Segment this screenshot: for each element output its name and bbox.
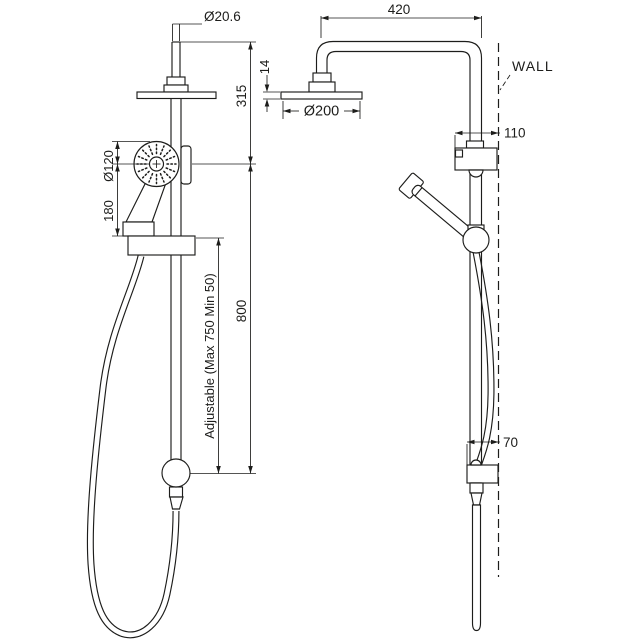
upper-bracket-notch: [454, 149, 464, 158]
rail-outlet-taper: [169, 496, 184, 510]
upper-bracket-knob: [468, 169, 484, 178]
dim-800-label: 800: [234, 300, 249, 323]
handshower-holder: [180, 145, 192, 185]
rain-head-front: [136, 91, 217, 100]
wall-label: WALL: [512, 58, 554, 74]
dim-adjustable: Adjustable (Max 750 Min 50): [196, 237, 224, 474]
head-nut-lower: [163, 84, 189, 93]
dim-pipe-diameter: Ø20.6: [172, 9, 241, 41]
dim-120-180: Ø120 180: [101, 141, 150, 237]
dim-pipe-diameter-label: Ø20.6: [204, 9, 241, 24]
side-hose: [472, 251, 495, 468]
dim-120-label: Ø120: [101, 150, 116, 182]
dim-70-label: 70: [503, 435, 518, 450]
dim-315-label: 315: [234, 85, 249, 108]
hose-tail-taper: [470, 492, 483, 506]
dim-14-label: 14: [257, 60, 272, 74]
handshower-face: [133, 140, 180, 188]
dim-110-label: 110: [504, 126, 526, 141]
dim-180-label: 180: [101, 200, 116, 222]
hose-nut: [122, 221, 155, 237]
front-hose: [86, 255, 180, 639]
dim-315-800: 315 800: [180, 41, 256, 474]
handshower-pivot: [462, 226, 490, 254]
side-dimensions: 420 14 Ø200 WALL: [257, 2, 554, 465]
dim-14: 14: [257, 60, 280, 112]
front-dimensions: Ø20.6 315 800 Adjustable (Max 750 Min 50…: [101, 9, 256, 474]
rain-head-side: [280, 91, 363, 100]
rail-end-ball: [161, 458, 191, 488]
lower-wall-bracket: [466, 464, 499, 484]
dim-200: Ø200: [282, 101, 361, 120]
rail-outlet: [168, 486, 184, 498]
head-nut-upper: [166, 76, 186, 86]
lower-bracket-bump-top: [470, 459, 482, 466]
dim-110: 110: [454, 126, 526, 148]
top-pipe: [171, 41, 181, 77]
hose-tail-tube: [471, 504, 482, 632]
hose-tail-nut: [469, 482, 484, 494]
side-view: [280, 40, 500, 632]
side-head-nut-lower: [308, 81, 336, 93]
dim-200-label: Ø200: [304, 104, 339, 120]
gooseneck-arm: [315, 40, 483, 465]
side-head-nut-upper: [312, 72, 332, 83]
dim-70: 70: [466, 435, 518, 465]
front-view: [86, 41, 217, 639]
slider-bracket: [127, 235, 196, 256]
dim-420: 420: [320, 2, 482, 38]
upper-bracket-collar: [465, 140, 485, 149]
wall-callout: WALL: [499, 58, 554, 91]
dim-adjustable-label: Adjustable (Max 750 Min 50): [202, 273, 217, 438]
dim-420-label: 420: [388, 2, 411, 17]
